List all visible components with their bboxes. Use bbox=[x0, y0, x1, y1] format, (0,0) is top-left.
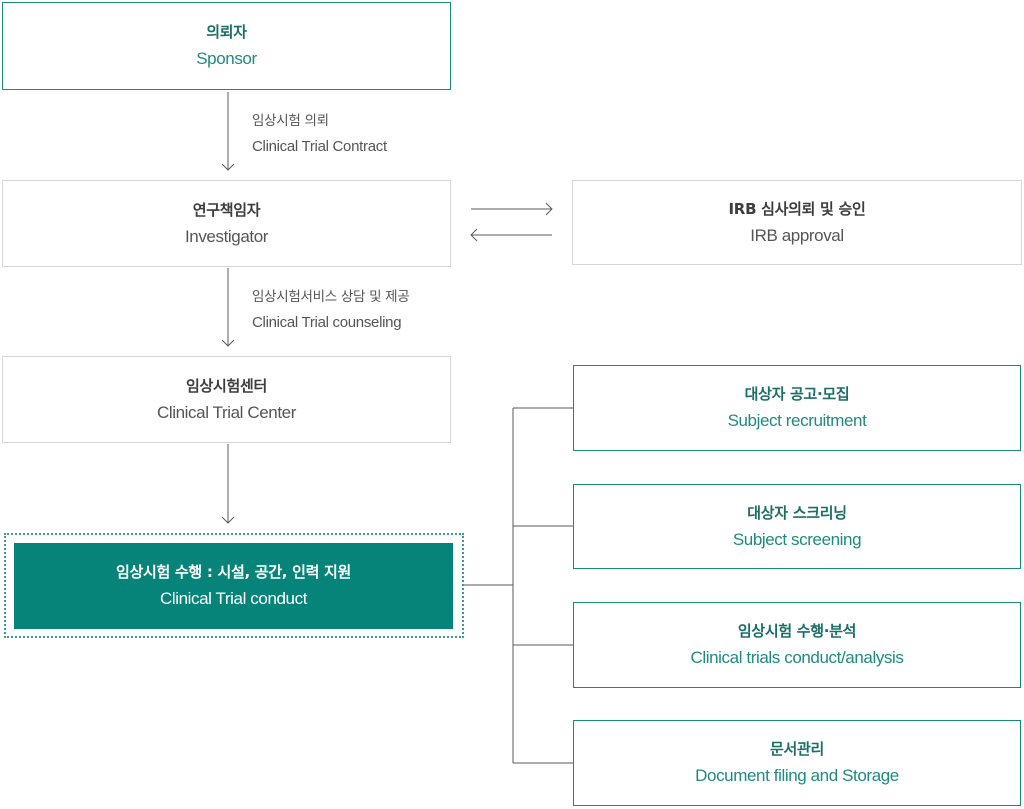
document-en-label: Document filing and Storage bbox=[695, 766, 899, 785]
conduct-node: 임상시험 수행 : 시설, 공간, 인력 지원 Clinical Trial c… bbox=[14, 543, 453, 629]
investigator-ko-label: 연구책임자 bbox=[192, 200, 261, 219]
contract-edge-label: 임상시험 의뢰 Clinical Trial Contract bbox=[252, 108, 387, 160]
analysis-ko-label: 임상시험 수행·분석 bbox=[737, 622, 857, 640]
investigator-en-label: Investigator bbox=[184, 226, 269, 246]
sponsor-en-label: Sponsor bbox=[196, 49, 257, 68]
recruitment-ko-label: 대상자 공고·모집 bbox=[744, 385, 850, 403]
contract-en-label: Clinical Trial Contract bbox=[252, 138, 387, 155]
counseling-edge-label: 임상시험서비스 상담 및 제공 Clinical Trial counselin… bbox=[252, 284, 410, 336]
document-node: 문서관리 Document filing and Storage bbox=[573, 720, 1021, 806]
irb-ko-label: IRB 심사의뢰 및 승인 bbox=[728, 199, 866, 218]
conduct-node-outline bbox=[4, 533, 464, 638]
screening-ko-label: 대상자 스크리닝 bbox=[747, 503, 847, 522]
sponsor-ko-label: 의뢰자 bbox=[206, 23, 247, 41]
irb-en-label: IRB approval bbox=[750, 225, 844, 245]
conduct-ko-label: 임상시험 수행 : 시설, 공간, 인력 지원 bbox=[115, 563, 352, 581]
screening-en-label: Subject screening bbox=[732, 529, 862, 549]
center-node: 임상시험센터 Clinical Trial Center bbox=[2, 356, 451, 443]
counseling-en-label: Clinical Trial counseling bbox=[252, 314, 402, 331]
contract-ko-label: 임상시험 의뢰 bbox=[252, 113, 329, 129]
analysis-node: 임상시험 수행·분석 Clinical trials conduct/analy… bbox=[573, 602, 1021, 688]
analysis-en-label: Clinical trials conduct/analysis bbox=[690, 648, 904, 667]
recruitment-en-label: Subject recruitment bbox=[727, 411, 867, 430]
center-en-label: Clinical Trial Center bbox=[157, 402, 296, 422]
investigator-node: 연구책임자 Investigator bbox=[2, 180, 451, 267]
recruitment-node: 대상자 공고·모집 Subject recruitment bbox=[573, 365, 1021, 451]
center-ko-label: 임상시험센터 bbox=[185, 376, 267, 395]
screening-node: 대상자 스크리닝 Subject screening bbox=[573, 484, 1021, 569]
document-ko-label: 문서관리 bbox=[769, 740, 824, 758]
irb-node: IRB 심사의뢰 및 승인 IRB approval bbox=[572, 180, 1022, 265]
sponsor-node: 의뢰자 Sponsor bbox=[2, 2, 451, 90]
counseling-ko-label: 임상시험서비스 상담 및 제공 bbox=[252, 289, 410, 305]
conduct-en-label: Clinical Trial conduct bbox=[159, 589, 308, 608]
